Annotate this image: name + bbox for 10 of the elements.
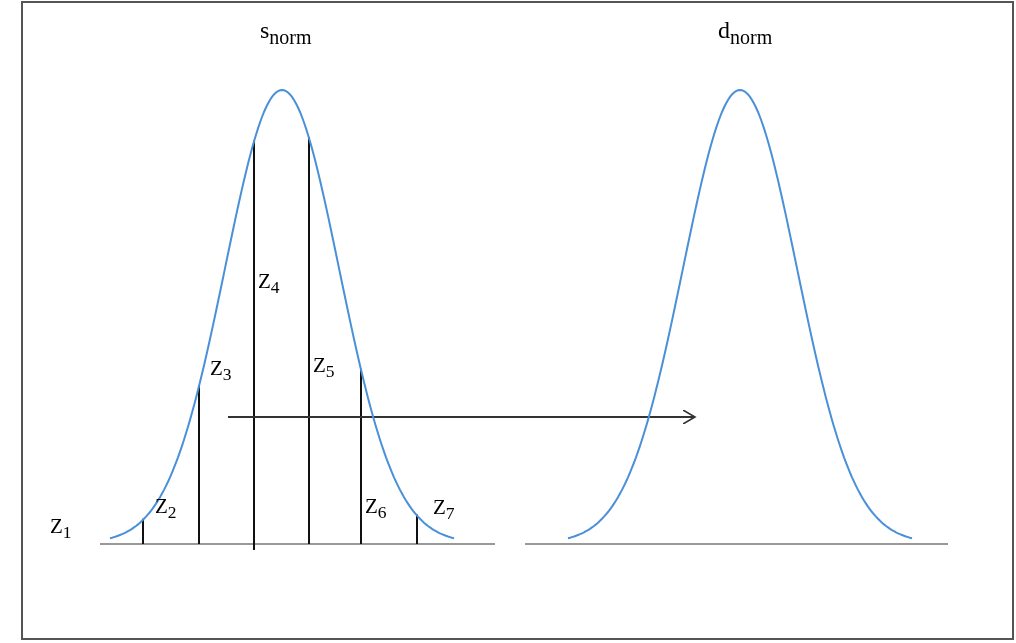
curve-title: d$_{norm}$ [718, 18, 773, 47]
zone-label: Z$_{2}$ [155, 496, 177, 522]
zone-label: Z$_{4}$ [258, 271, 280, 297]
zone-label: Z$_{3}$ [210, 358, 232, 384]
zone-label: Z$_{5}$ [313, 355, 335, 381]
arrow [227, 409, 696, 425]
zone-label: Z$_{1}$ [50, 516, 72, 542]
zone-label: Z$_{6}$ [365, 496, 387, 522]
zone-label: Z$_{7}$ [433, 497, 455, 523]
curve-title: s$_{norm}$ [260, 18, 312, 47]
